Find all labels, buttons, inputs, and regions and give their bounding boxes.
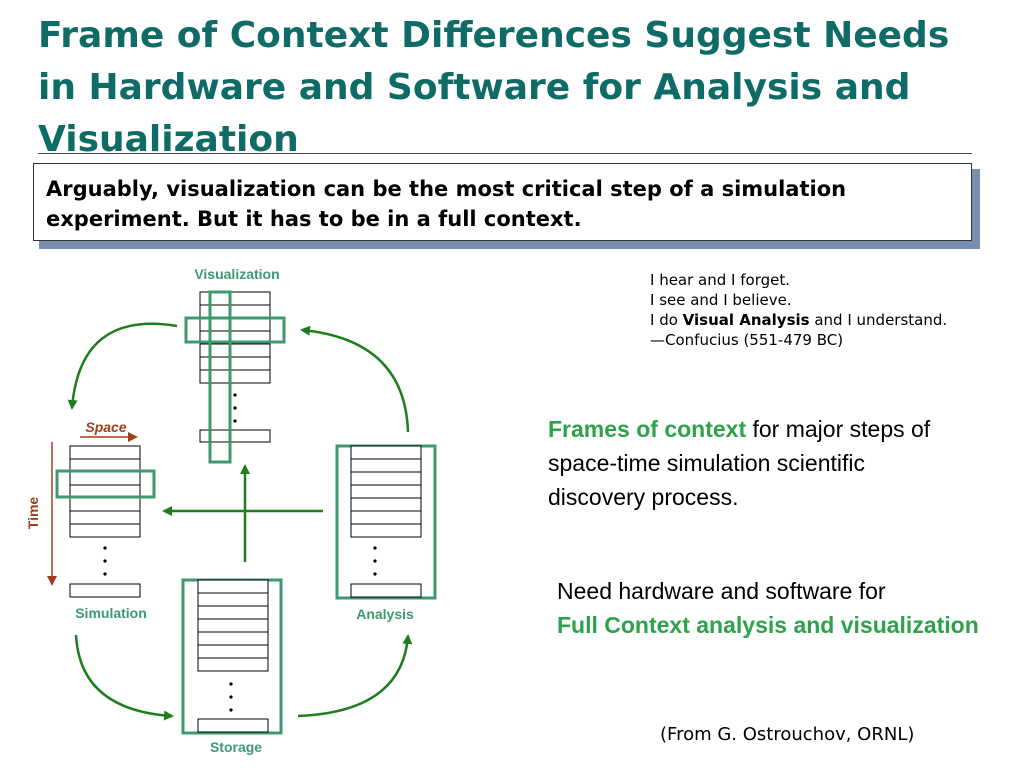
simulation-frame	[55, 469, 156, 499]
cycle-arrow-analysis-to-visualization	[300, 325, 410, 433]
title-underline	[38, 153, 972, 154]
frames-of-context-text: Frames of context for major steps of spa…	[548, 412, 968, 514]
callout-box: Arguably, visualization can be the most …	[33, 163, 972, 241]
quote-line-3-pre: I do	[650, 311, 683, 329]
frames-of-context-rest: for major steps of space-time simulation…	[548, 416, 931, 510]
need-plain: Need hardware and software for	[557, 578, 886, 604]
analysis-stack	[350, 445, 422, 598]
quote-line-3: I do Visual Analysis and I understand.	[650, 310, 947, 330]
quote-line-3-post: and I understand.	[809, 311, 948, 329]
cycle-arrow-simulation-to-storage	[74, 634, 174, 721]
analysis-ellipsis	[373, 546, 377, 576]
visualization-frame-horizontal	[184, 316, 286, 344]
frames-of-context-diagram: Visualization Space Time Simulation Anal…	[25, 266, 437, 755]
quote-line-2: I see and I believe.	[650, 291, 792, 309]
quote-line-1: I hear and I forget.	[650, 271, 790, 289]
visualization-frame-vertical	[208, 290, 232, 464]
cycle-arrow-visualization-to-simulation	[67, 322, 178, 410]
storage-label: Storage	[210, 739, 262, 755]
confucius-quote: I hear and I forget. I see and I believe…	[650, 270, 947, 350]
space-label: Space	[85, 419, 126, 435]
source-credit: (From G. Ostrouchov, ORNL)	[660, 724, 915, 745]
page-title: Frame of Context Differences Suggest Nee…	[38, 15, 950, 160]
quote-visual-analysis: Visual Analysis	[682, 311, 810, 329]
visualization-ellipsis	[233, 393, 237, 423]
visualization-label: Visualization	[194, 266, 279, 282]
simulation-label: Simulation	[75, 605, 147, 621]
analysis-label: Analysis	[356, 606, 414, 622]
storage-ellipsis	[229, 682, 233, 712]
quote-attribution: —Confucius (551-479 BC)	[650, 331, 844, 349]
time-label: Time	[25, 497, 41, 530]
simulation-stack	[69, 445, 141, 598]
storage-stack	[197, 579, 269, 733]
simulation-ellipsis	[103, 546, 107, 576]
cycle-arrow-storage-to-analysis	[297, 634, 413, 718]
need-highlight: Full Context analysis and visualization	[557, 612, 979, 638]
frames-of-context-highlight: Frames of context	[548, 416, 747, 442]
need-hardware-text: Need hardware and software for Full Cont…	[557, 574, 987, 642]
